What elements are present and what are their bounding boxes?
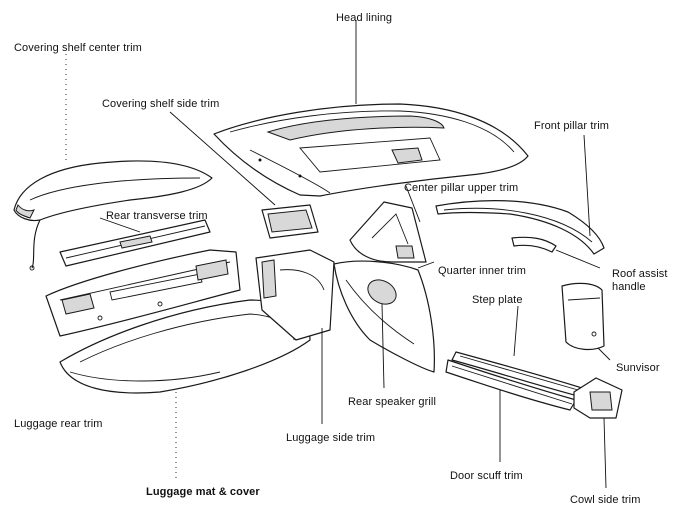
label-cowl-side-trim: Cowl side trim (570, 494, 641, 506)
front-pillar-trim-part (435, 200, 605, 255)
label-covering-shelf-side-trim: Covering shelf side trim (102, 98, 220, 110)
quarter-inner-trim-part (333, 260, 435, 373)
label-rear-speaker-grill: Rear speaker grill (348, 396, 437, 408)
covering-shelf-side-trim-part (261, 204, 319, 239)
label-center-pillar-upper-trim: Center pillar upper trim (404, 182, 519, 194)
leader-lines (29, 20, 611, 489)
label-covering-shelf-center-trim: Covering shelf center trim (14, 42, 142, 54)
luggage-rear-trim-part (45, 249, 241, 337)
label-rear-transverse-trim: Rear transverse trim (106, 210, 208, 222)
cowl-side-trim-part (573, 377, 623, 419)
door-scuff-trim-part (445, 359, 577, 411)
head-lining-part (213, 103, 529, 197)
center-pillar-upper-trim-part (349, 201, 427, 263)
label-door-scuff-trim: Door scuff trim (450, 470, 523, 482)
sunvisor-part (561, 282, 605, 351)
luggage-side-trim-part (255, 249, 335, 341)
label-luggage-rear-trim: Luggage rear trim (14, 418, 103, 430)
label-luggage-mat-cover: Luggage mat & cover (146, 486, 260, 498)
roof-assist-handle-part (511, 236, 557, 253)
label-roof-assist-handle: Roof assist handle (612, 268, 668, 293)
label-quarter-inner-trim: Quarter inner trim (438, 265, 526, 277)
label-luggage-side-trim: Luggage side trim (286, 432, 376, 444)
covering-shelf-center-trim-part (13, 160, 213, 222)
label-front-pillar-trim: Front pillar trim (534, 120, 610, 132)
label-sunvisor: Sunvisor (616, 362, 660, 374)
label-head-lining: Head lining (336, 12, 393, 24)
label-step-plate: Step plate (472, 294, 523, 306)
rear-transverse-trim-part (59, 219, 211, 267)
